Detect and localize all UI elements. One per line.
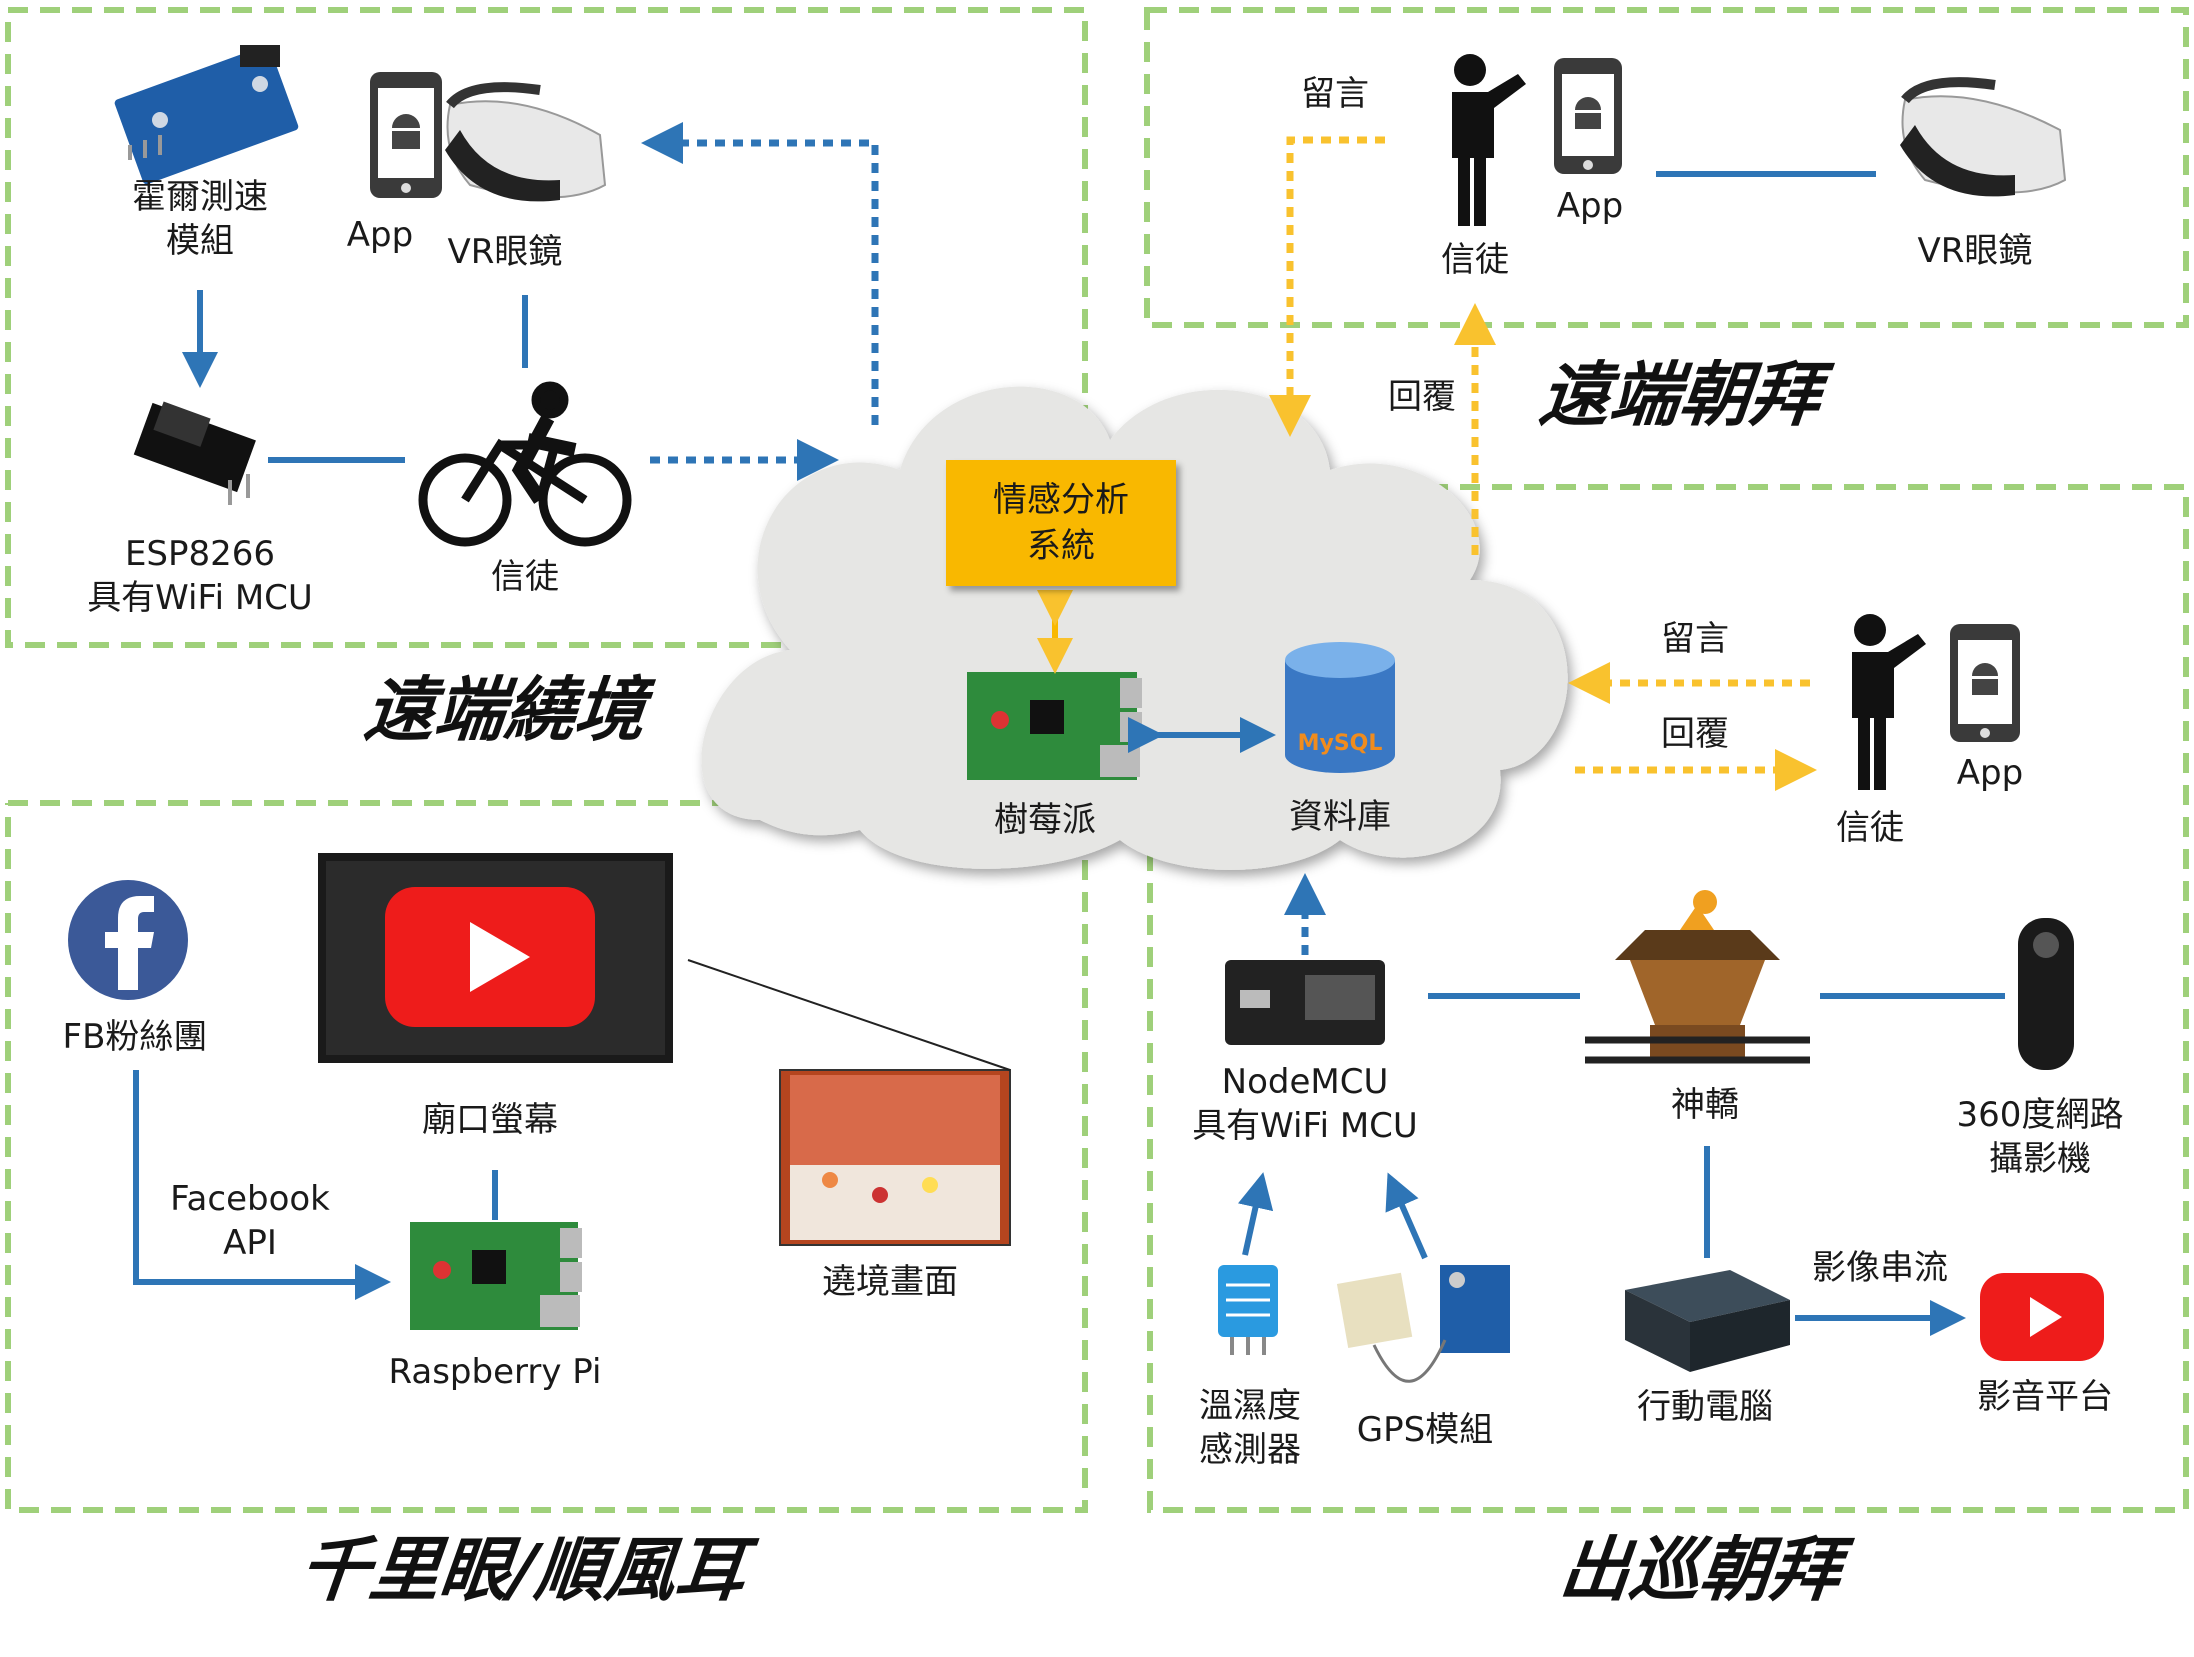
humidity-to-nodemcu-arrow [1237, 1172, 1274, 1256]
tv-screen-icon [318, 853, 673, 1063]
gps-to-nodemcu-arrow [1385, 1172, 1428, 1260]
worship-message-label: 留言 [1301, 74, 1369, 114]
smartphone-android-icon [1554, 58, 1622, 174]
procession-message-label: 留言 [1661, 619, 1729, 659]
eyes-pi-label: Raspberry Pi [388, 1352, 602, 1392]
tour-vr-label: VR眼鏡 [447, 232, 563, 272]
hall-sensor-label: 霍爾測速 模組 [132, 177, 268, 261]
cloud-pi-label: 樹莓派 [994, 800, 1096, 840]
emotion-analysis-label: 情感分析 系統 [993, 480, 1129, 566]
title-remote-worship: 遠端朝拜 [1535, 353, 1825, 436]
title-eyes-ears: 千里眼/順風耳 [295, 1528, 750, 1611]
worship-app-label: App [1556, 186, 1624, 226]
nodemcu-icon [1225, 960, 1385, 1045]
raspberry-pi-icon [410, 1222, 582, 1330]
procession-reply-label: 回覆 [1661, 714, 1729, 754]
screen-photo-callout [687, 959, 1011, 1071]
tour-view-label: 遶境畫面 [822, 1262, 958, 1302]
nodemcu-label: NodeMCU 具有WiFi MCU [1192, 1062, 1418, 1146]
worship-vr-label: VR眼鏡 [1917, 231, 2033, 271]
person-icon [1852, 614, 1926, 790]
wifi-module-icon [133, 401, 256, 505]
procession-photo-icon [779, 1069, 1011, 1246]
camera-360-icon [2018, 918, 2074, 1070]
fb-label: FB粉絲團 [62, 1017, 208, 1057]
person-icon [1452, 54, 1526, 226]
connectors [133, 122, 2005, 1336]
smartphone-android-icon [370, 72, 442, 198]
humidity-sensor-icon [1218, 1265, 1278, 1355]
esp8266-label: ESP8266 具有WiFi MCU [87, 534, 313, 618]
message-down-arrow [1269, 136, 1385, 437]
camera360-label: 360度網路 攝影機 [1956, 1095, 2124, 1179]
palanquin-icon [1585, 890, 1810, 1064]
av-platform-label: 影音平台 [1977, 1377, 2113, 1417]
remote-worship-border [1144, 7, 2189, 328]
smartphone-android-icon [1950, 624, 2020, 742]
title-procession: 出巡朝拜 [1555, 1528, 1845, 1611]
gps-label: GPS模組 [1356, 1410, 1494, 1450]
procession-app-label: App [1956, 753, 2024, 793]
procession-believer-label: 信徒 [1836, 808, 1904, 848]
stream-label: 影像串流 [1812, 1248, 1948, 1288]
worship-reply-label: 回覆 [1388, 377, 1456, 417]
procession-border [1147, 484, 2189, 1513]
hall-sensor-icon [114, 45, 299, 185]
worship-believer-label: 信徒 [1441, 240, 1509, 280]
vr-headset-icon [445, 82, 607, 202]
fb-to-pi-arrow [133, 1070, 391, 1300]
database-icon: MySQL [1285, 642, 1395, 773]
tour-believer-label: 信徒 [491, 557, 559, 597]
temple-screen-label: 廟口螢幕 [422, 1100, 558, 1140]
tour-app-label: App [346, 215, 414, 255]
mini-pc-icon [1625, 1270, 1790, 1372]
vr-headset-icon [1900, 77, 2067, 197]
eyes-ears-border [5, 800, 1088, 1513]
humidity-label: 溫濕度 感測器 [1199, 1386, 1301, 1470]
emotion-analysis-box: 情感分析 系統 [946, 460, 1176, 586]
facebook-icon [68, 880, 188, 1000]
gps-module-icon [1336, 1265, 1510, 1383]
laptop-label: 行動電腦 [1637, 1387, 1773, 1427]
database-label: 資料庫 [1289, 797, 1391, 837]
fb-api-label: Facebook API [170, 1179, 330, 1263]
cyclist-icon [418, 381, 632, 547]
youtube-icon [1980, 1273, 2104, 1361]
raspberry-pi-icon [967, 672, 1142, 780]
palanquin-label: 神轎 [1671, 1085, 1739, 1125]
title-remote-tour: 遠端繞境 [360, 668, 650, 751]
mysql-logo-text: MySQL [1298, 731, 1383, 756]
cloud-to-vr-arrow [641, 122, 879, 425]
